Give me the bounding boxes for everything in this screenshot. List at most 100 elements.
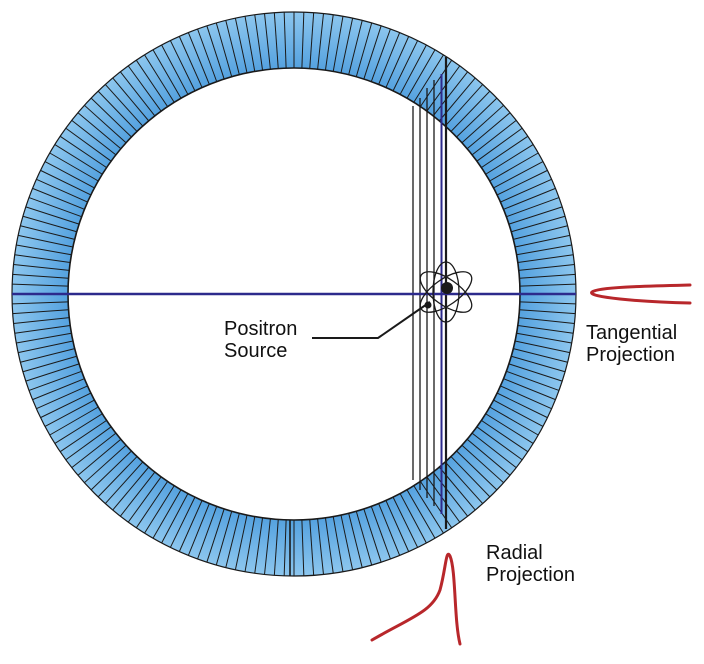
detector-element-divider: [481, 135, 529, 169]
detector-ring: [11, 11, 577, 577]
detector-element-divider: [178, 500, 203, 552]
detector-element-divider: [169, 40, 196, 92]
detector-element-divider: [370, 28, 391, 82]
detector-element-divider: [234, 514, 248, 570]
detector-element-divider: [16, 244, 72, 256]
detector-element-divider: [332, 16, 344, 72]
detector-element-divider: [426, 65, 461, 112]
detector-element-divider: [481, 419, 529, 453]
detector-element-divider: [513, 225, 568, 240]
detector-element-divider: [40, 169, 92, 196]
detector-element-divider: [514, 340, 570, 354]
detector-element-divider: [413, 54, 444, 103]
detector-element-divider: [32, 378, 85, 401]
detector-element-divider: [90, 97, 132, 138]
detector-element-divider: [444, 461, 484, 504]
detector-element-divider: [144, 485, 175, 534]
detector-element-divider: [432, 71, 469, 117]
detector-element-divider: [517, 324, 574, 334]
detector-element-divider: [206, 508, 225, 563]
detector-element-divider: [466, 438, 511, 476]
detector-element-divider: [20, 225, 75, 240]
detector-element-divider: [324, 517, 334, 574]
detector-element-divider: [273, 12, 279, 69]
radial-projection-label-line1: Radial: [486, 542, 543, 564]
detector-element-divider: [127, 65, 162, 112]
detector-element-divider: [104, 461, 144, 504]
detector-element-divider: [197, 506, 218, 560]
detector-element-divider: [485, 413, 534, 444]
detector-element-divider: [152, 489, 182, 539]
detector-element-divider: [516, 332, 572, 344]
detector-element-divider: [471, 432, 517, 469]
detector-element-divider: [59, 419, 107, 453]
detector-element-divider: [119, 471, 156, 517]
detector-element-divider: [385, 36, 410, 88]
detector-element-divider: [518, 317, 575, 324]
detector-element-divider: [169, 496, 196, 548]
tangential-projection-label-line2: Projection: [586, 344, 675, 366]
detector-element-divider: [244, 516, 256, 572]
detector-element-divider: [450, 90, 491, 132]
detector-element-divider: [506, 197, 560, 218]
detector-element-divider: [413, 485, 444, 534]
detector-elements: [12, 12, 576, 576]
positron-source-label-line2: Source: [224, 340, 288, 362]
detector-element-divider: [517, 254, 574, 264]
detector-element-divider: [187, 32, 210, 85]
detector-element-divider: [519, 283, 576, 287]
detector-element-divider: [444, 84, 484, 127]
detector-element-divider: [264, 13, 271, 70]
detector-element-divider: [90, 450, 132, 491]
detector-element-divider: [28, 197, 82, 218]
detector-element-divider: [317, 13, 324, 70]
detector-element-divider: [399, 493, 427, 544]
detector-element-divider: [12, 273, 69, 279]
detector-element-divider: [127, 476, 162, 523]
detector-element-divider: [309, 12, 315, 69]
positron-source-label: Positron Source: [224, 318, 297, 362]
detector-element-divider: [355, 511, 373, 566]
detector-element-divider: [363, 25, 382, 80]
detector-element-divider: [301, 519, 305, 576]
detector-element-divider: [225, 513, 240, 568]
detector-element-divider: [385, 500, 410, 552]
orbit-1: [419, 271, 473, 313]
detector-element-divider: [406, 49, 436, 99]
detector-element-divider: [503, 378, 556, 401]
detector-element-divider: [65, 426, 112, 461]
detector-element-divider: [65, 127, 112, 162]
detector-element-divider: [363, 508, 382, 563]
detector-element-divider: [215, 22, 233, 77]
detector-element-divider: [119, 71, 156, 117]
detector-element-divider: [514, 234, 570, 248]
detector-element-divider: [22, 215, 77, 233]
detector-element-divider: [399, 44, 427, 95]
detector-element-divider: [32, 187, 85, 210]
detector-element-divider: [461, 104, 504, 144]
detector-element-divider: [84, 444, 127, 484]
detector-element-divider: [378, 32, 401, 85]
radial-projection-label-line2: Projection: [486, 564, 575, 586]
detector-element-divider: [500, 178, 552, 203]
detector-element-divider: [36, 385, 88, 410]
detector-element-divider: [28, 370, 82, 391]
detector-element-divider: [25, 363, 80, 382]
detector-element-divider: [392, 496, 419, 548]
detector-element-divider: [13, 317, 70, 324]
detector-element-divider: [25, 206, 80, 225]
detector-element-divider: [283, 12, 287, 69]
detector-element-divider: [104, 84, 144, 127]
detector-element-divider: [348, 513, 363, 568]
detector-element-divider: [59, 135, 107, 169]
detector-element-divider: [206, 25, 225, 80]
tangential-projection-label-line1: Tangential: [586, 322, 678, 344]
detector-element-divider: [432, 471, 469, 517]
detector-element-divider: [112, 466, 150, 511]
detector-element-divider: [254, 14, 264, 71]
detector-element-divider: [503, 187, 556, 210]
detector-element-divider: [144, 54, 175, 103]
detector-element-divider: [49, 152, 99, 182]
detector-element-divider: [244, 16, 256, 72]
detector-element-divider: [516, 244, 572, 256]
